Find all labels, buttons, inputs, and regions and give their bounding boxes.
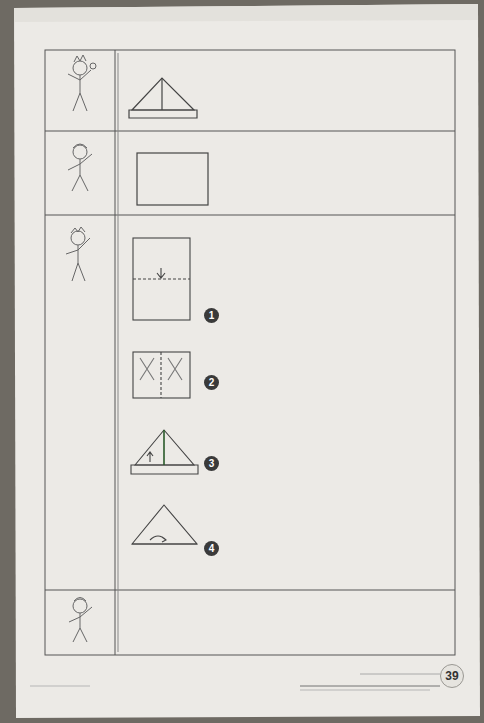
page-number: 39: [440, 664, 464, 688]
callout-number: 1: [204, 308, 219, 323]
callout-number: 4: [204, 541, 219, 556]
callout-number: 2: [204, 375, 219, 390]
callout-number: 3: [204, 456, 219, 471]
